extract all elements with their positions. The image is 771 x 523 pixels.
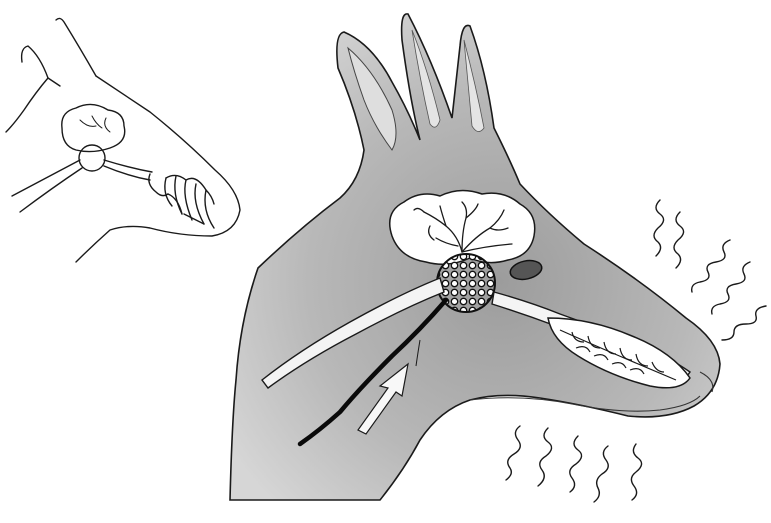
wave-line (631, 444, 641, 500)
small-animal-head (6, 18, 240, 262)
small-head-gland (79, 145, 105, 171)
large-animal-head (230, 14, 720, 500)
wave-line (594, 446, 608, 502)
wave-line (712, 262, 750, 314)
small-head-coil (149, 174, 214, 228)
wave-line (654, 200, 664, 256)
wave-line (674, 212, 684, 268)
small-head-outline-top (76, 76, 240, 262)
small-head-outline-back (6, 78, 48, 132)
wave-line (538, 428, 552, 486)
wave-line (692, 240, 730, 292)
wave-line (506, 426, 520, 480)
small-head-nerve-snout (104, 160, 152, 172)
small-head-nerve-upper (12, 160, 80, 196)
small-head-ear-right (56, 18, 96, 76)
wave-line (722, 306, 766, 340)
small-head-ear-left (22, 46, 60, 86)
wave-line (570, 436, 582, 492)
